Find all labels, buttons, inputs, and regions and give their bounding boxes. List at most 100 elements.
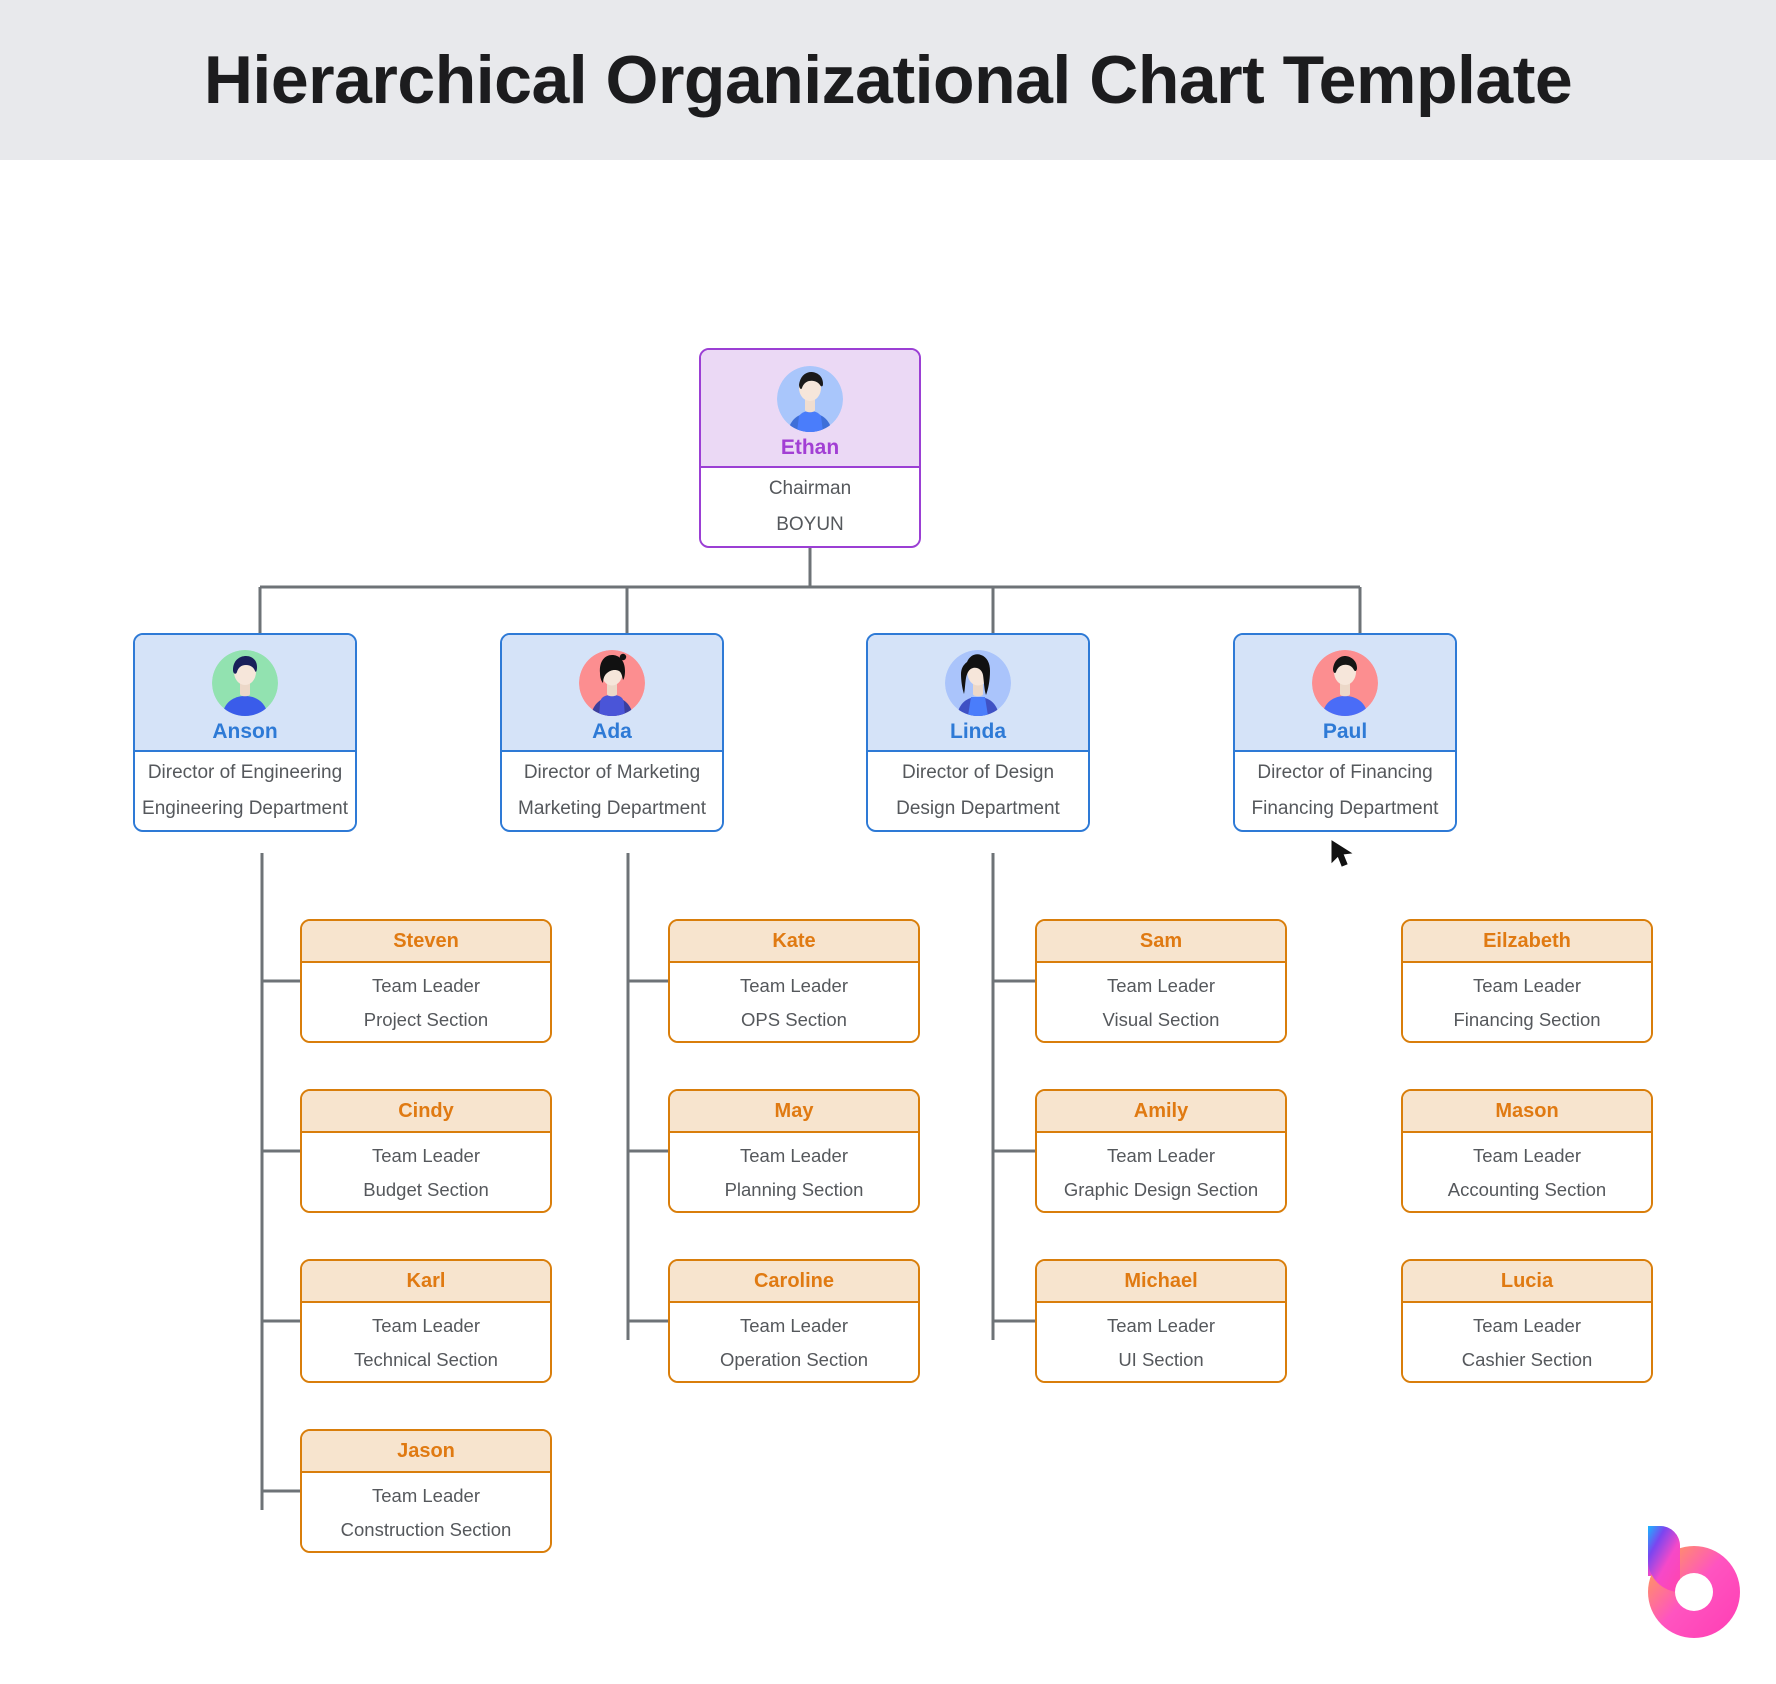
org-node-may[interactable]: May Team Leader Planning Section [668, 1089, 920, 1213]
org-node-jason[interactable]: Jason Team Leader Construction Section [300, 1429, 552, 1553]
org-node-steven[interactable]: Steven Team Leader Project Section [300, 919, 552, 1043]
node-title: Director of Engineering [147, 761, 343, 783]
node-name: Caroline [753, 1269, 835, 1292]
node-body: Team Leader UI Section [1037, 1303, 1285, 1381]
org-node-ethan[interactable]: Ethan Chairman BOYUN [699, 348, 921, 548]
org-node-eilzabeth[interactable]: Eilzabeth Team Leader Financing Section [1401, 919, 1653, 1043]
node-title: Team Leader [1473, 1314, 1581, 1336]
node-name: Eilzabeth [1483, 929, 1571, 952]
node-header: Karl [302, 1261, 550, 1303]
org-node-mason[interactable]: Mason Team Leader Accounting Section [1401, 1089, 1653, 1213]
node-header: Caroline [670, 1261, 918, 1303]
node-name: Karl [406, 1269, 446, 1292]
title-band [0, 0, 1776, 160]
node-title: Team Leader [740, 1144, 848, 1166]
node-header: May [670, 1091, 918, 1133]
node-org: Financing Section [1453, 1008, 1601, 1030]
org-node-lucia[interactable]: Lucia Team Leader Cashier Section [1401, 1259, 1653, 1383]
avatar-woman-pink-icon [579, 650, 645, 716]
node-org: Project Section [363, 1008, 489, 1030]
org-node-paul[interactable]: Paul Director of Financing Financing Dep… [1233, 633, 1457, 832]
node-header: Lucia [1403, 1261, 1651, 1303]
node-body: Director of Design Design Department [868, 752, 1088, 829]
node-name: Kate [772, 929, 816, 952]
node-header: Sam [1037, 921, 1285, 963]
node-header: Michael [1037, 1261, 1285, 1303]
avatar-woman-blue-icon [945, 650, 1011, 716]
org-node-anson[interactable]: Anson Director of Engineering Engineerin… [133, 633, 357, 832]
node-body: Team Leader Planning Section [670, 1133, 918, 1211]
node-name: Amily [1133, 1099, 1189, 1122]
avatar-man-blue-icon [777, 366, 843, 432]
node-org: Accounting Section [1447, 1178, 1607, 1200]
node-header: Paul [1235, 635, 1455, 752]
node-header: Ada [502, 635, 722, 752]
mouse-cursor-arrow-icon [1331, 840, 1353, 867]
node-header: Kate [670, 921, 918, 963]
node-body: Team Leader Visual Section [1037, 963, 1285, 1041]
node-body: Team Leader Construction Section [302, 1473, 550, 1551]
node-title: Team Leader [1107, 1144, 1215, 1166]
org-node-kate[interactable]: Kate Team Leader OPS Section [668, 919, 920, 1043]
node-header: Ethan [701, 350, 919, 468]
org-node-linda[interactable]: Linda Director of Design Design Departme… [866, 633, 1090, 832]
node-body: Chairman BOYUN [701, 468, 919, 545]
node-org: Planning Section [724, 1178, 864, 1200]
node-title: Team Leader [740, 1314, 848, 1336]
node-org: OPS Section [741, 1008, 847, 1030]
org-node-amily[interactable]: Amily Team Leader Graphic Design Section [1035, 1089, 1287, 1213]
node-org: Construction Section [340, 1518, 512, 1540]
node-name: Paul [1322, 720, 1368, 743]
node-body: Team Leader Operation Section [670, 1303, 918, 1381]
node-header: Eilzabeth [1403, 921, 1651, 963]
node-header: Amily [1037, 1091, 1285, 1133]
node-body: Team Leader Financing Section [1403, 963, 1651, 1041]
node-body: Team Leader Graphic Design Section [1037, 1133, 1285, 1211]
org-node-ada[interactable]: Ada Director of Marketing Marketing Depa… [500, 633, 724, 832]
avatar-man-green-icon [212, 650, 278, 716]
node-name: Linda [950, 720, 1006, 743]
node-title: Chairman [768, 477, 852, 499]
node-org: Marketing Department [518, 797, 706, 819]
node-title: Team Leader [740, 974, 848, 996]
node-org: BOYUN [776, 513, 844, 535]
org-node-caroline[interactable]: Caroline Team Leader Operation Section [668, 1259, 920, 1383]
org-node-sam[interactable]: Sam Team Leader Visual Section [1035, 919, 1287, 1043]
node-name: Cindy [398, 1099, 454, 1122]
boardmix-b-logo-icon [1648, 1526, 1740, 1638]
node-title: Director of Marketing [523, 761, 701, 783]
node-header: Steven [302, 921, 550, 963]
node-name: Michael [1124, 1269, 1198, 1292]
node-header: Anson [135, 635, 355, 752]
node-body: Team Leader Project Section [302, 963, 550, 1041]
node-header: Jason [302, 1431, 550, 1473]
node-org: Design Department [896, 797, 1060, 819]
node-body: Team Leader Accounting Section [1403, 1133, 1651, 1211]
avatar-man-pink-icon [1312, 650, 1378, 716]
node-org: Budget Section [363, 1178, 489, 1200]
node-body: Team Leader Budget Section [302, 1133, 550, 1211]
node-title: Team Leader [372, 1144, 480, 1166]
node-name: Ethan [780, 436, 840, 459]
node-body: Director of Financing Financing Departme… [1235, 752, 1455, 829]
node-name: May [774, 1099, 814, 1122]
node-name: Anson [212, 720, 278, 743]
node-title: Team Leader [1107, 974, 1215, 996]
node-name: Lucia [1500, 1269, 1554, 1292]
node-name: Sam [1139, 929, 1183, 952]
node-title: Director of Design [901, 761, 1055, 783]
node-name: Ada [592, 720, 632, 743]
org-node-karl[interactable]: Karl Team Leader Technical Section [300, 1259, 552, 1383]
node-title: Team Leader [1473, 974, 1581, 996]
node-name: Jason [397, 1439, 455, 1462]
node-org: UI Section [1118, 1348, 1204, 1370]
node-title: Director of Financing [1257, 761, 1433, 783]
node-org: Visual Section [1102, 1008, 1220, 1030]
node-title: Team Leader [1107, 1314, 1215, 1336]
org-node-cindy[interactable]: Cindy Team Leader Budget Section [300, 1089, 552, 1213]
node-name: Steven [393, 929, 459, 952]
org-node-michael[interactable]: Michael Team Leader UI Section [1035, 1259, 1287, 1383]
node-org: Operation Section [719, 1348, 869, 1370]
